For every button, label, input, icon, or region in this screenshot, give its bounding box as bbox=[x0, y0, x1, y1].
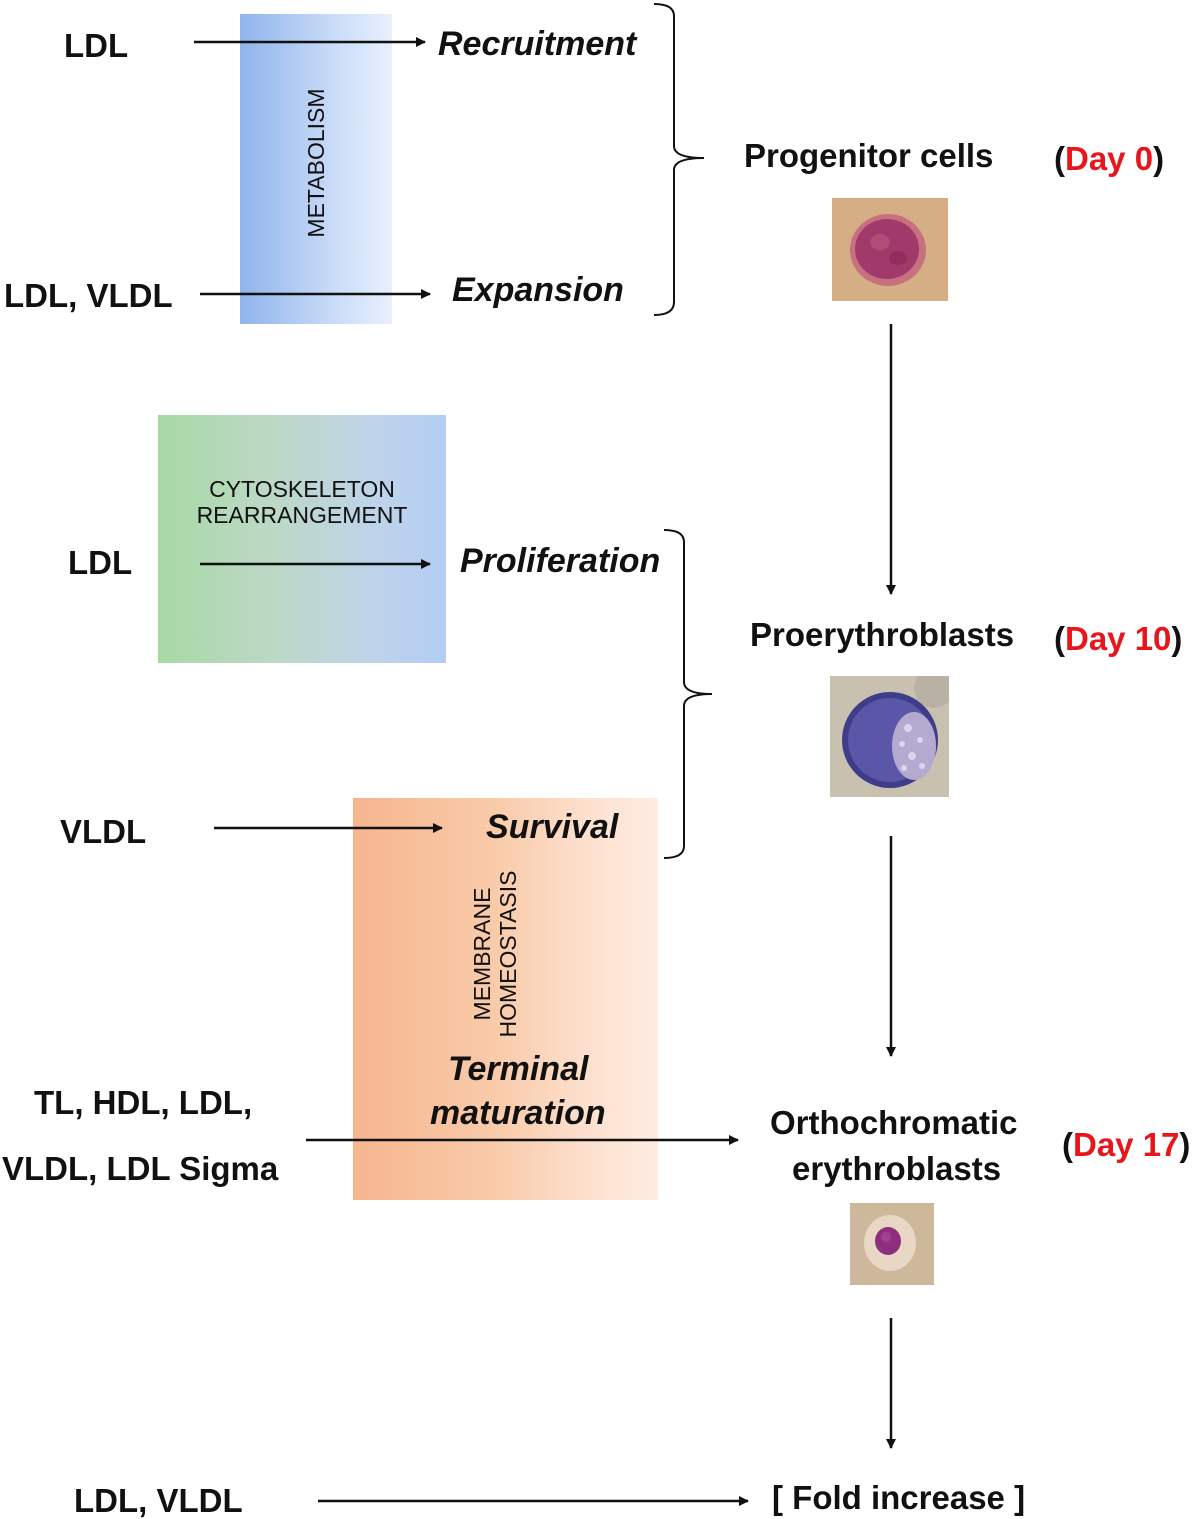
process-terminal-line2: maturation bbox=[430, 1094, 606, 1132]
input-terminal-line1: TL, HDL, LDL, bbox=[34, 1084, 253, 1121]
cytoskeleton-label-line1: CYTOSKELETON bbox=[209, 476, 395, 502]
stage-progenitor-day: (Day 0) bbox=[1054, 140, 1165, 177]
cytoskeleton-label: CYTOSKELETON REARRANGEMENT bbox=[158, 476, 446, 529]
stage-proerythroblasts: Proerythroblasts bbox=[750, 616, 1015, 653]
progenitor-cell-image bbox=[832, 198, 948, 301]
process-expansion: Expansion bbox=[452, 271, 624, 309]
input-recruitment: LDL bbox=[64, 27, 129, 64]
input-fold: LDL, VLDL bbox=[74, 1482, 243, 1519]
cytoskeleton-band bbox=[158, 415, 446, 663]
cytoskeleton-label-line2: REARRANGEMENT bbox=[196, 502, 408, 529]
process-survival: Survival bbox=[486, 808, 619, 846]
stage-orthochromatic-line1: Orthochromatic bbox=[770, 1104, 1018, 1141]
input-survival: VLDL bbox=[60, 813, 147, 850]
process-proliferation: Proliferation bbox=[460, 542, 661, 580]
process-terminal-line1: Terminal bbox=[448, 1050, 589, 1088]
input-terminal-line2: VLDL, LDL Sigma bbox=[2, 1150, 279, 1187]
membrane-homeostasis-band bbox=[353, 798, 658, 1200]
process-recruitment: Recruitment bbox=[438, 25, 637, 63]
stage-orthochromatic-day: (Day 17) bbox=[1062, 1126, 1191, 1163]
bracket-top bbox=[653, 3, 705, 316]
stage-proerythroblasts-day: (Day 10) bbox=[1054, 620, 1183, 657]
metabolism-band bbox=[240, 14, 392, 324]
outcome-fold-increase: [ Fold increase ] bbox=[772, 1479, 1026, 1516]
orthochromatic-cell-image bbox=[850, 1203, 934, 1285]
proerythroblast-cell-image bbox=[830, 676, 949, 797]
bracket-middle bbox=[663, 529, 713, 859]
input-expansion: LDL, VLDL bbox=[4, 277, 173, 314]
input-proliferation: LDL bbox=[68, 544, 133, 581]
stage-progenitor-cells: Progenitor cells bbox=[744, 137, 994, 174]
stage-orthochromatic-line2: erythroblasts bbox=[792, 1150, 1002, 1187]
